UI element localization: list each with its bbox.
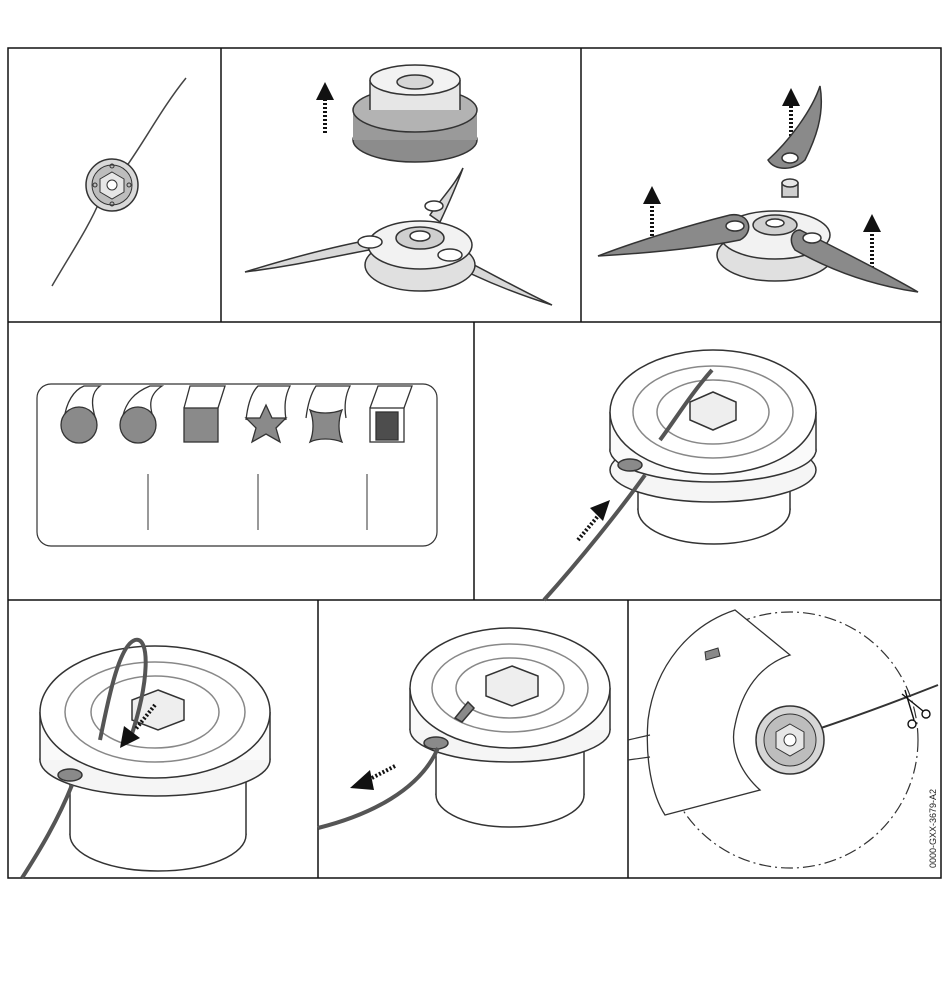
panel-line-profiles	[37, 384, 437, 546]
panel-insert-line	[544, 350, 816, 600]
trimmer-line	[52, 200, 100, 286]
pull-arrow-icon	[350, 766, 395, 790]
guard	[647, 610, 790, 815]
trimmer-line	[22, 785, 72, 878]
reference-code: 0000-GXX-3679-A2	[928, 789, 938, 868]
panel-remove-blades	[598, 86, 918, 292]
panel-pull-line	[318, 628, 610, 828]
up-arrow-icon	[643, 186, 661, 240]
spool	[410, 628, 610, 827]
insert-arrow-icon	[578, 500, 610, 540]
spool-cap	[353, 65, 477, 162]
trimmer-line	[544, 475, 645, 600]
panel-cut-line-to-length: 0000-GXX-3679-A2	[628, 610, 938, 868]
blade-head	[245, 168, 552, 305]
panel-mowing-head-overview	[52, 78, 186, 286]
scissors-icon	[902, 690, 930, 728]
panel-loop-line	[22, 640, 270, 878]
spool	[40, 646, 270, 871]
up-arrow-icon	[863, 214, 881, 268]
up-arrow-icon	[316, 82, 334, 133]
trimmer-line	[318, 748, 438, 828]
panel-remove-spool-cap	[245, 65, 552, 305]
trimmer-line	[118, 78, 186, 178]
spool	[610, 350, 816, 544]
